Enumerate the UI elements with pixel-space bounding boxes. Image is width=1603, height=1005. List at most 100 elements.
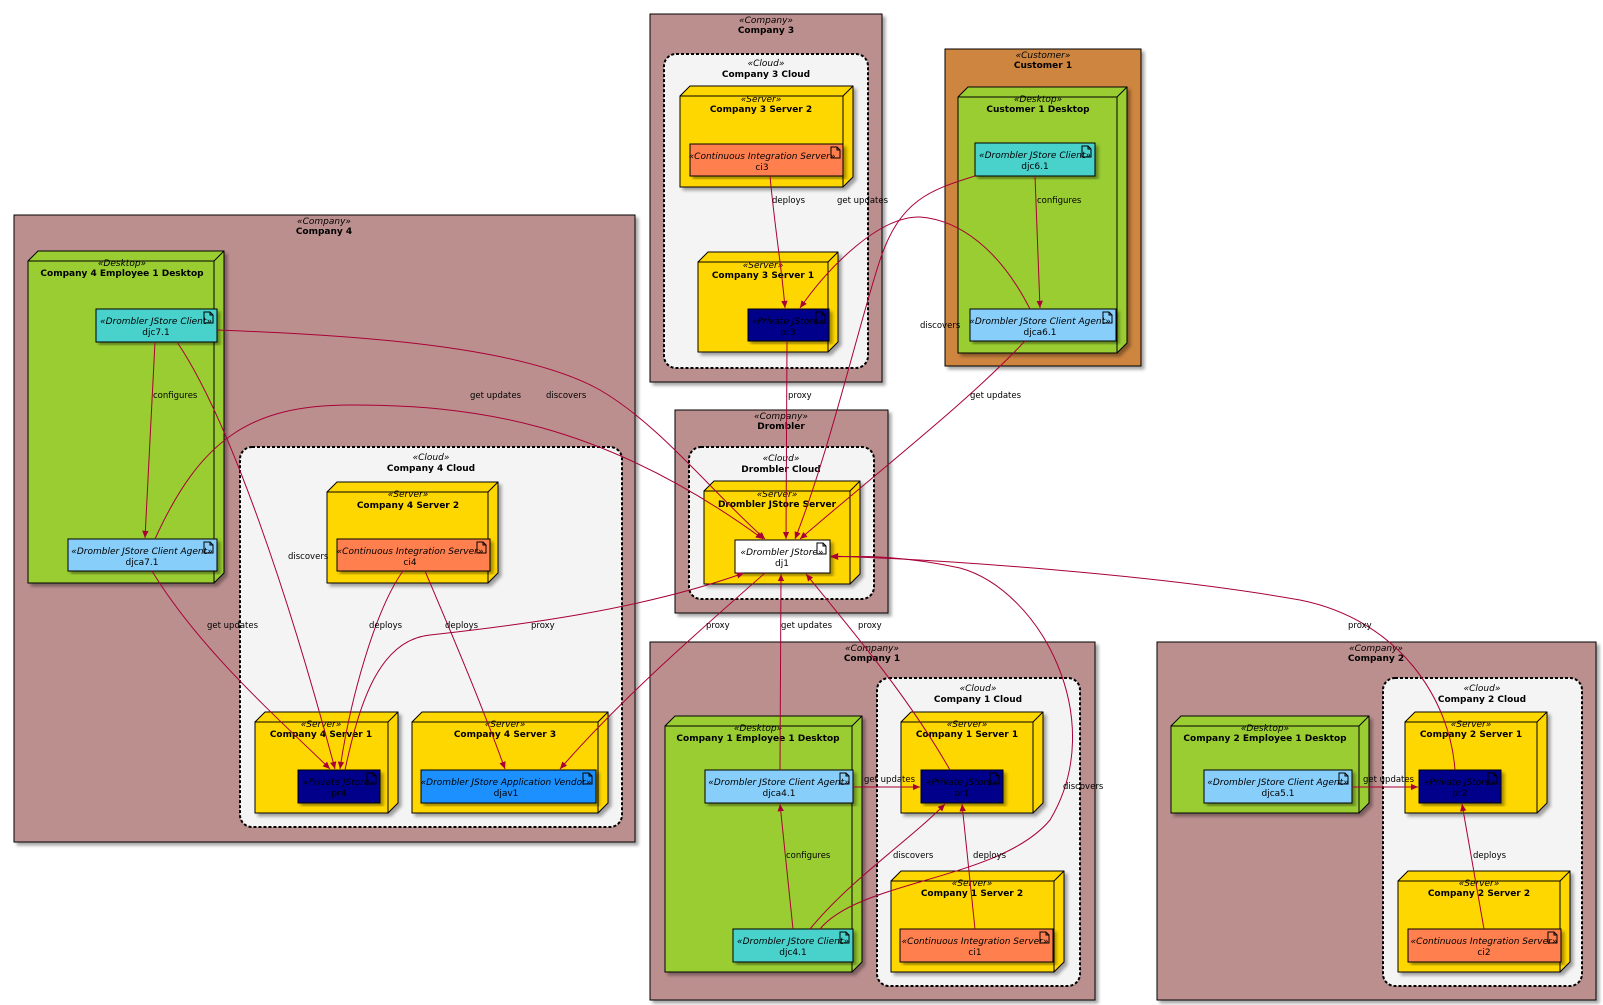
edge-label: proxy — [788, 391, 812, 401]
edge-djc4-discovers-pr1 — [809, 803, 946, 930]
artifact-name: djc4.1 — [779, 948, 806, 958]
edge-label: discovers — [1063, 782, 1104, 792]
node-title: Company 4 Server 3 — [454, 730, 556, 740]
artifact-ci3: «Continuous Integration Server» ci3 — [689, 143, 844, 177]
artifact-name: djca7.1 — [126, 558, 159, 568]
artifact-stereotype: «Drombler JStore Client Agent» — [1207, 778, 1348, 788]
edge-label: configures — [153, 391, 198, 401]
edge-label: deploys — [772, 196, 806, 206]
artifact-name: pr2 — [1452, 789, 1467, 799]
artifact-pr2: «Private JStore» pr2 — [1418, 769, 1502, 804]
artifact-name: ci1 — [968, 948, 981, 958]
artifact-icon — [1547, 931, 1558, 944]
edges — [142, 175, 1485, 930]
edge-label: deploys — [369, 621, 403, 631]
artifact-name: pr4 — [331, 789, 346, 799]
artifact-stereotype: «Continuous Integration Server» — [1411, 937, 1558, 947]
edge-ci3-deploys-pr3 — [769, 175, 788, 309]
cloud-stereotype: «Cloud» — [413, 453, 450, 463]
package-stereotype: «Company» — [845, 644, 899, 654]
artifact-stereotype: «Drombler JStore Client» — [100, 317, 212, 327]
artifact-djca6-1: «Drombler JStore Client Agent» djca6.1 — [969, 308, 1117, 342]
artifact-stereotype: «Continuous Integration Server» — [689, 152, 836, 162]
artifact-name: ci4 — [403, 558, 416, 568]
artifact-name: dj1 — [775, 559, 789, 569]
edge-djc6-configures-djca6 — [1034, 175, 1043, 309]
edge-label: configures — [1037, 196, 1082, 206]
artifact-pr3: «Private JStore» pr3 — [747, 308, 830, 342]
artifact-stereotype: «Drombler JStore Client» — [979, 151, 1091, 161]
artifact-name: pr1 — [954, 789, 969, 799]
cloud-title: Drombler Cloud — [741, 465, 820, 475]
package-stereotype: «Company» — [297, 217, 351, 227]
package-stereotype: «Company» — [739, 16, 793, 26]
artifact-djca7-1: «Drombler JStore Client Agent» djca7.1 — [67, 538, 218, 572]
artifact-name: djc7.1 — [142, 328, 169, 338]
node-stereotype: «Server» — [1451, 720, 1492, 730]
artifact-icon — [816, 542, 827, 555]
node-stereotype: «Server» — [485, 720, 526, 730]
artifact-stereotype: «Private JStore» — [303, 778, 375, 788]
edge-label: discovers — [546, 391, 587, 401]
artifact-icon — [1487, 772, 1498, 785]
node-title: Company 1 Server 2 — [921, 889, 1023, 899]
node-title: Company 4 Server 1 — [270, 730, 372, 740]
edge-label: get updates — [781, 621, 833, 631]
cloud-stereotype: «Cloud» — [748, 59, 785, 69]
node-company-4-employee-1-desktop: «Desktop» Company 4 Employee 1 Desktop — [27, 250, 225, 584]
node-stereotype: «Server» — [743, 261, 784, 271]
node-stereotype: «Server» — [947, 720, 988, 730]
artifact-pr1: «Private JStore» pr1 — [920, 769, 1004, 804]
edge-ci4-deploys-djav1 — [424, 570, 506, 770]
artifact-stereotype: «Private JStore» — [1424, 778, 1496, 788]
artifact-stereotype: «Drombler JStore Client Agent» — [71, 547, 212, 557]
node-title: Drombler JStore Server — [718, 500, 837, 510]
artifact-djc6-1: «Drombler JStore Client» djc6.1 — [974, 142, 1096, 177]
edge-djca6-get-updates-dj1 — [799, 340, 1026, 540]
artifact-name: djca6.1 — [1024, 328, 1057, 338]
node-stereotype: «Desktop» — [734, 724, 782, 734]
artifact-icon — [839, 772, 850, 785]
edge-label: get updates — [1363, 775, 1415, 785]
node-stereotype: «Server» — [1459, 879, 1500, 889]
artifact-stereotype: «Drombler JStore Client Agent» — [969, 317, 1110, 327]
cloud-title: Company 3 Cloud — [722, 70, 810, 80]
cloud-stereotype: «Cloud» — [1464, 684, 1501, 694]
edge-djca4-get-updates-dj1 — [777, 573, 785, 771]
edge-djc7-configures-djca7 — [142, 341, 156, 539]
artifact-icon — [1039, 931, 1050, 944]
node-title: Company 2 Server 2 — [1428, 889, 1530, 899]
artifact-icon — [815, 311, 826, 324]
artifact-ci4: «Continuous Integration Server» ci4 — [336, 538, 491, 572]
node-stereotype: «Server» — [757, 490, 798, 500]
edge-djc4-configures-djca4 — [777, 803, 794, 930]
artifact-icon — [476, 541, 487, 554]
artifact-icon — [582, 772, 593, 785]
artifact-icon — [1338, 772, 1349, 785]
node-title: Company 3 Server 2 — [710, 105, 812, 115]
artifact-stereotype: «Continuous Integration Server» — [337, 547, 484, 557]
edge-djca7-get-updates-dj1 — [154, 404, 764, 540]
edge-label: proxy — [858, 621, 882, 631]
edge-djc7-discovers-dj1 — [216, 329, 766, 540]
edge-label: get updates — [970, 391, 1022, 401]
artifact-djc7-1: «Drombler JStore Client» djc7.1 — [95, 308, 218, 343]
node-stereotype: «Desktop» — [98, 259, 146, 269]
artifact-icon — [366, 772, 377, 785]
edge-labels: deploys get updates configures discovers… — [153, 196, 1507, 861]
edge-label: configures — [786, 851, 831, 861]
artifact-djc4-1: «Drombler JStore Client» djc4.1 — [732, 928, 854, 963]
edge-djc7-discovers-pr4 — [176, 341, 337, 770]
package-stereotype: «Company» — [754, 412, 808, 422]
package-title: Customer 1 — [1014, 61, 1072, 71]
edge-label: get updates — [207, 621, 259, 631]
edge-ci4-deploys-pr4 — [337, 570, 404, 770]
edge-pr3-proxy-dj1 — [782, 340, 790, 540]
edge-pr1-proxy-dj1 — [805, 573, 951, 771]
edge-label: deploys — [445, 621, 479, 631]
artifact-name: pr3 — [780, 328, 795, 338]
edge-djca7-get-updates-pr4 — [151, 570, 331, 770]
node-title: Company 2 Server 1 — [1420, 730, 1522, 740]
node-title: Company 4 Server 2 — [357, 501, 459, 511]
